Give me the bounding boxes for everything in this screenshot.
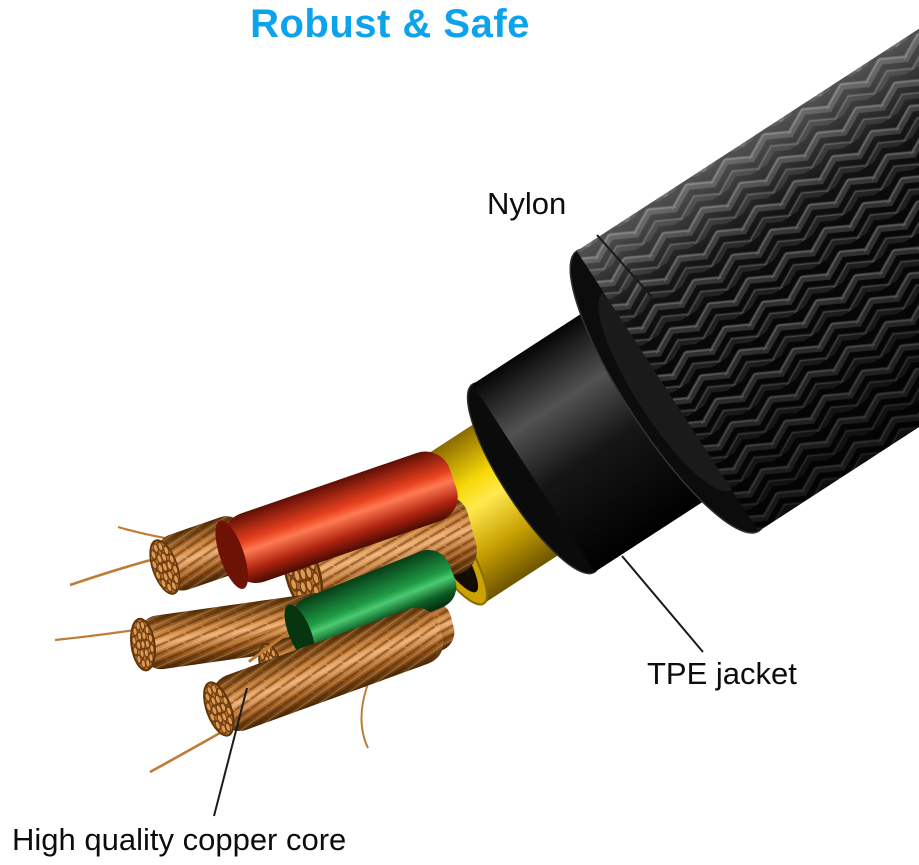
- copper-bundle-front: [198, 607, 444, 738]
- nylon-leader-line: [596, 234, 653, 298]
- label-tpe-jacket: TPE jacket: [647, 656, 797, 691]
- nylon-braid: [569, 0, 919, 534]
- label-nylon: Nylon: [487, 186, 567, 221]
- label-copper-core: High quality copper core: [12, 822, 347, 857]
- red-wire: [215, 451, 458, 589]
- copper-core-leader-line: [213, 687, 248, 817]
- leader-lines: [213, 234, 704, 817]
- tpe-jacket-leader-line: [621, 555, 704, 653]
- page-title: Robust & Safe: [250, 2, 530, 46]
- cable-body: [394, 0, 919, 606]
